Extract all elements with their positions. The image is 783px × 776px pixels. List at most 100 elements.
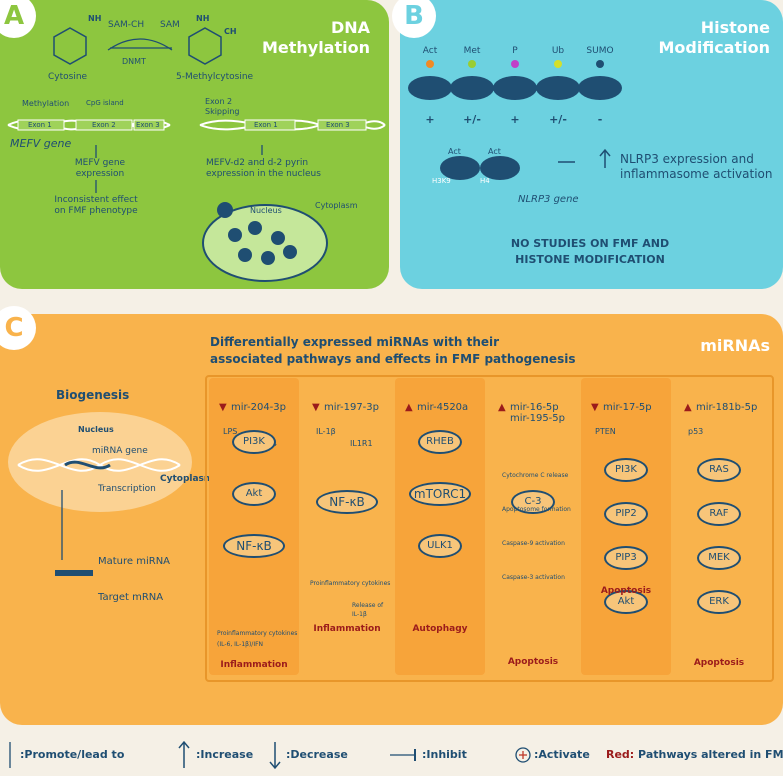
exon1-box-right [244,119,296,131]
pathway-outcome-2: Autophagy [412,624,468,634]
reaction-right-label: SAM [160,20,180,30]
mirna-direction-icon-3: ▲ [498,402,506,413]
nlrp3-effect: NLRP3 expression and inflammasome activa… [620,152,773,182]
panel-a-title-line1: DNA [330,18,370,37]
panel-a-title-line2: Methylation [261,38,370,57]
cytosine-ring [53,27,87,65]
methylcytosine-label: 5-Methylcytosine [176,72,254,82]
pathway-node-1-0: NF-κB [316,490,378,514]
pathway-node-0-1: Akt [232,482,276,506]
nucleus-label-c: Nucleus [78,425,114,434]
panel-histone-modification [400,0,783,289]
mirna-pathways-box [205,375,774,682]
pathway-outcome-5: Apoptosis [693,658,745,668]
exon1-left: Exon 1 [28,121,52,129]
h3k9-label: H3K9 [432,177,451,185]
panel-c-title: miRNAs [700,336,770,355]
mod-effect-1: +/- [463,113,481,126]
panel-b-title-line1: Histone [700,18,770,37]
dnmt-label: DNMT [122,57,146,66]
mefv-gene-label: MEFV gene [10,138,71,149]
legend-red: Red: Pathways altered in FMF [606,748,783,761]
skipping-label-1: Exon 2 [205,97,233,106]
mirna-direction-icon-2: ▲ [405,402,413,413]
nucleosomes-gene [440,156,520,180]
mirna-name-1: mir-197-3p [324,402,380,413]
skipping-label-2: Skipping [205,107,240,116]
pathway-node-5-2: MEK [697,546,741,570]
exon3-left: Exon 3 [136,121,160,129]
mirna-name2-3: mir-195-5p [510,413,566,424]
pathway-note-3-2: Caspase-9 activation [502,540,565,547]
cytosine-label: Cytosine [48,72,88,82]
mod-marker-3 [554,60,562,68]
pathway-node-4-3: Akt [604,590,648,614]
legend-activate: :Activate [534,748,590,761]
panel-b-title-line2: Modification [658,38,770,57]
act-label-2: Act [488,147,501,156]
mod-label-4: SUMO [586,46,614,56]
nlrp3-gene-label: NLRP3 gene [518,194,579,205]
mefv-gene-suffix: gene [40,137,72,150]
pyrin-molecules [217,202,297,265]
pathway-node-4-2: PIP3 [604,546,648,570]
mod-marker-0 [426,60,434,68]
exon3-box-left [133,119,165,131]
cytoplasm-label-a: Cytoplasm [315,201,358,210]
panel-b-badge: B [392,0,436,38]
reaction-curve [107,38,173,51]
legend-inhibit: :Inhibit [422,748,467,761]
legend-increase: :Increase [196,748,254,761]
mod-effect-0: + [425,113,435,126]
legend-promote: :Promote/lead to [20,748,125,761]
pathway-extra-1-1: IL1R1 [350,439,373,448]
nucleus-label-a: Nucleus [250,206,282,215]
transcription-label: Transcription [98,484,156,494]
legend-increase-icon [178,740,190,768]
mod-label-0: Act [422,46,438,56]
methylation-label: Methylation [22,99,70,108]
mirna-name-0: mir-204-3p [231,402,287,413]
pathway-outcome-4: Apoptosis [600,586,652,596]
legend-activate-icon [515,747,531,763]
h4-label: H4 [480,177,490,185]
mirna-column-1 [302,378,392,675]
pathway-node-5-1: RAF [697,502,741,526]
increase-arrow-b [599,148,611,168]
biogenesis-label: Biogenesis [56,388,130,402]
mirna-column-2 [395,378,485,675]
panel-c-heading-1: Differentially expressed miRNAs with the… [210,335,500,349]
exon1-box-left [17,119,65,131]
pathway-node-4-1: PIP2 [604,502,648,526]
mature-mirna-label: Mature miRNA [98,556,171,567]
mirna-gene-label: miRNA gene [92,446,148,456]
mirna-column-3 [488,378,578,675]
target-mrna-label: Target mRNA [98,592,164,603]
pathway-node-5-3: ERK [697,590,741,614]
pathway-node-4-0: PI3K [604,458,648,482]
cell-nucleus [202,204,328,282]
exon1-right: Exon 1 [254,121,278,129]
legend-decrease-icon [269,742,281,770]
legend-decrease: :Decrease [286,748,348,761]
pathway-note-1-0: Release of [352,602,384,609]
mirna-name-4: mir-17-5p [603,402,652,413]
mod-effect-2: + [510,113,520,126]
expr-left-2: expression [75,169,125,179]
pathway-extra-1-0: IL-1β [316,427,336,436]
pathway-outcome-3: Apoptosis [507,657,559,667]
expr-right-2: expression in the nucleus [206,169,321,179]
mod-marker-4 [596,60,604,68]
pathway-outcome-0: Inflammation [220,660,288,670]
biogenesis-nucleus [8,412,192,512]
pathway-node-0-0: PI3K [232,430,276,454]
pathway-note-3-1: Apoptosome formation [502,506,571,513]
nh2-label-2: NH [196,14,210,23]
pathway-extra-4-0: PTEN [595,427,616,436]
mirna-direction-icon-1: ▼ [312,402,320,413]
expr-right: MEFV-d2 and d-2 pyrin expression in the … [206,158,321,180]
mirna-direction-icon-0: ▼ [219,402,227,413]
